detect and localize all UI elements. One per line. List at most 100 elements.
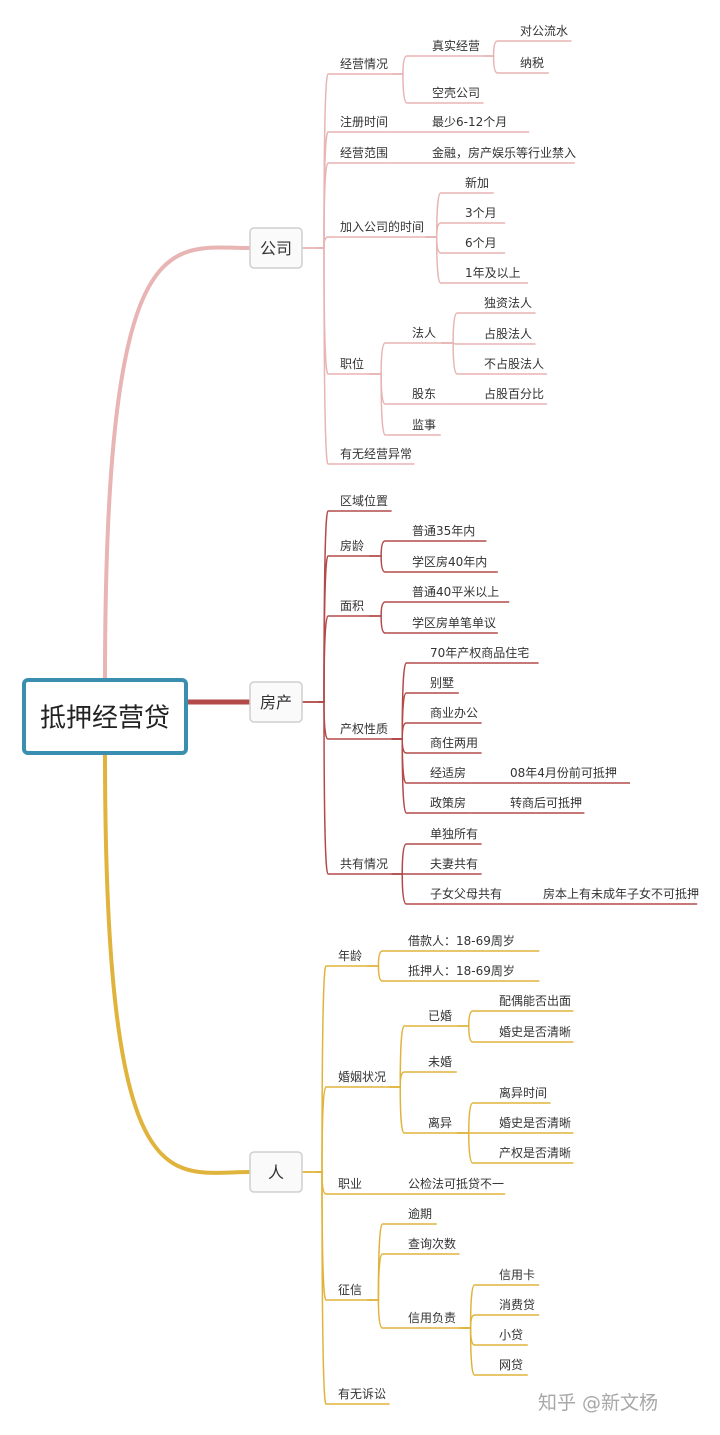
topic-connector — [368, 342, 404, 375]
topic-label: 网贷 — [499, 1358, 523, 1372]
topic-connector — [459, 1314, 491, 1329]
connector-lines — [103, 40, 698, 1405]
topic-label: 信用卡 — [499, 1268, 535, 1282]
topic-connector — [318, 247, 332, 465]
topic-label: 注册时间 — [340, 114, 388, 129]
topic-connector — [391, 738, 422, 784]
topic-label: 夫妻共有 — [430, 857, 478, 871]
topic-connector — [389, 1025, 420, 1088]
topic-nodes: 抵押经营贷公司经营情况真实经营对公流水纳税空壳公司注册时间最少6-12个月经营范… — [22, 24, 699, 1401]
topic-connector — [318, 615, 332, 703]
topic-label: 征信 — [338, 1283, 362, 1297]
topic-label: 3个月 — [465, 206, 497, 220]
topic-connector — [366, 1223, 400, 1301]
topic-label: 有无经营异常 — [340, 447, 412, 461]
topic-connector — [391, 692, 422, 740]
branch-topic-label: 房产 — [260, 693, 292, 712]
topic-label: 查询次数 — [408, 1236, 456, 1251]
topic-connector — [459, 1284, 491, 1329]
topic-label: 学区房单笔单议 — [412, 615, 496, 630]
topic-connector — [456, 1102, 491, 1134]
branch-topic-label: 公司 — [260, 239, 292, 258]
branch-topic-label: 人 — [268, 1163, 284, 1182]
topic-label: 房龄 — [340, 538, 364, 553]
topic-label: 婚史是否清晰 — [499, 1025, 571, 1039]
topic-label: 婚史是否清晰 — [499, 1116, 571, 1130]
topic-label: 面积 — [340, 599, 364, 613]
topic-label: 监事 — [412, 418, 436, 432]
topic-connector — [425, 192, 457, 238]
topic-connector — [368, 373, 404, 405]
topic-label: 政策房 — [430, 795, 466, 810]
topic-label: 08年4月份前可抵押 — [510, 765, 617, 780]
topic-connector — [425, 236, 457, 254]
topic-label: 纳税 — [520, 56, 544, 70]
topic-label: 单独所有 — [430, 827, 478, 841]
topic-connector — [366, 1253, 400, 1301]
topic-label: 1年及以上 — [465, 266, 521, 280]
topic-label: 产权是否清晰 — [499, 1146, 571, 1160]
topic-label: 共有情况 — [340, 857, 388, 871]
topic-connector — [316, 1171, 330, 1195]
topic-connector — [391, 738, 422, 814]
topic-connector — [366, 950, 400, 967]
topic-connector — [425, 222, 457, 238]
topic-connector — [483, 40, 512, 57]
topic-connector — [316, 1086, 330, 1173]
topic-label: 占股百分比 — [484, 386, 544, 401]
topic-connector — [318, 701, 332, 740]
topic-label: 真实经营 — [432, 38, 480, 53]
topic-label: 抵押人：18-69周岁 — [408, 963, 515, 978]
branch-topic-box — [249, 681, 303, 723]
topic-connector — [368, 615, 404, 634]
topic-connector — [425, 236, 457, 284]
topic-connector — [316, 965, 330, 1173]
topic-label: 普通35年内 — [412, 524, 475, 538]
topic-label: 6个月 — [465, 236, 497, 250]
topic-label: 最少6-12个月 — [432, 115, 507, 129]
topic-connector — [440, 342, 476, 375]
topic-label: 离异 — [428, 1115, 452, 1130]
topic-label: 消费贷 — [499, 1298, 535, 1312]
topic-label: 占股法人 — [484, 326, 532, 341]
topic-label: 配偶能否出面 — [499, 994, 571, 1008]
topic-connector — [483, 55, 512, 74]
topic-connector — [459, 1327, 491, 1346]
root-topic-box — [22, 678, 188, 755]
topic-connector — [456, 1025, 491, 1043]
topic-connector — [391, 55, 424, 75]
topic-label: 未婚 — [428, 1055, 452, 1069]
topic-connector — [389, 1071, 420, 1088]
topic-connector — [456, 1132, 491, 1164]
topic-label: 借款人：18-69周岁 — [408, 933, 515, 948]
topic-label: 小贷 — [499, 1328, 523, 1342]
topic-label: 新加 — [465, 175, 489, 190]
topic-label: 空壳公司 — [432, 86, 480, 100]
topic-connector — [391, 843, 422, 875]
topic-label: 职业 — [338, 1177, 362, 1191]
topic-label: 金融，房产娱乐等行业禁入 — [432, 145, 576, 160]
root-topic-label: 抵押经营贷 — [40, 704, 170, 734]
topic-connector — [459, 1327, 491, 1376]
topic-label: 商业办公 — [430, 705, 478, 720]
topic-label: 转商后可抵押 — [510, 795, 582, 810]
topic-connector — [391, 738, 422, 754]
topic-label: 子女父母共有 — [430, 886, 502, 901]
topic-label: 职位 — [340, 356, 364, 371]
topic-label: 逾期 — [408, 1206, 432, 1221]
topic-connector — [318, 236, 332, 249]
topic-label: 经适房 — [430, 765, 466, 780]
topic-label: 房本上有未成年子女不可抵押 — [543, 886, 699, 901]
topic-label: 不占股法人 — [484, 356, 544, 371]
topic-label: 婚姻状况 — [338, 1069, 386, 1084]
topic-label: 商住两用 — [430, 735, 478, 750]
topic-label: 离异时间 — [499, 1085, 547, 1100]
topic-label: 别墅 — [430, 676, 454, 690]
topic-label: 年龄 — [338, 949, 362, 963]
topic-connector — [389, 1086, 420, 1134]
topic-label: 有无诉讼 — [338, 1387, 386, 1401]
branch-connector — [103, 752, 251, 1175]
watermark: 知乎 @新文杨 — [538, 1392, 659, 1414]
branch-connector — [103, 245, 251, 681]
